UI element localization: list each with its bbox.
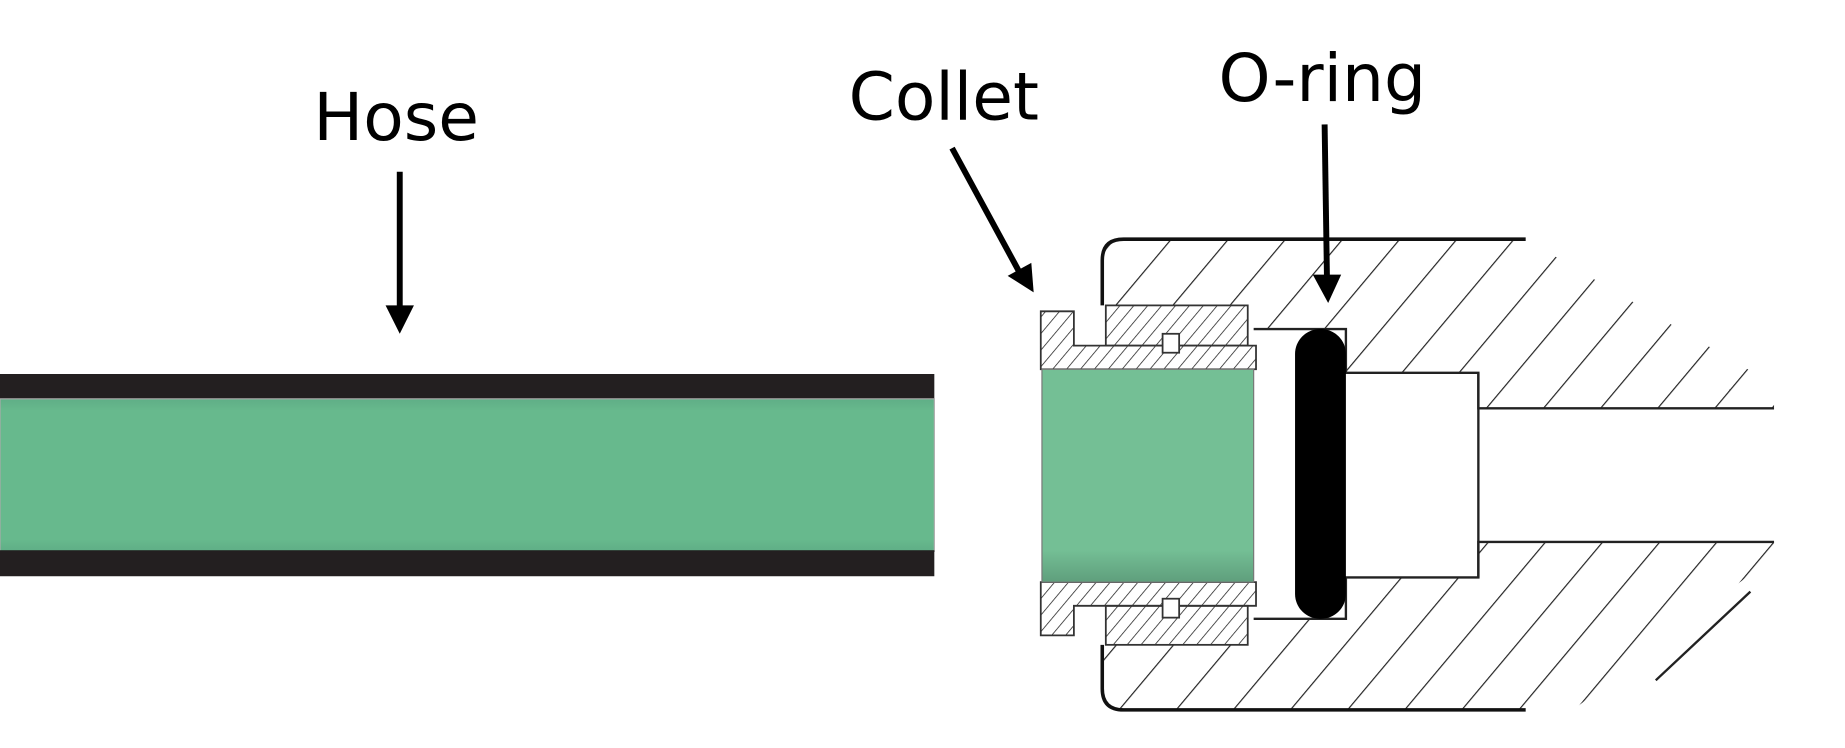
label-hose-group: Hose	[313, 79, 479, 334]
label-o-ring: O-ring	[1219, 40, 1426, 117]
label-collet-group: Collet	[849, 59, 1039, 293]
fitting-housing	[1100, 237, 1775, 712]
label-o-ring-group: O-ring	[1219, 40, 1426, 304]
hose-wall-bottom	[0, 550, 935, 577]
arrowhead-o-ring-icon	[1312, 274, 1342, 304]
arrowhead-hose-icon	[385, 305, 414, 334]
arrowhead-collet-icon	[1007, 262, 1034, 293]
hose-bore	[0, 398, 935, 552]
arrow-collet-icon	[949, 146, 1023, 274]
arrow-o-ring-icon	[1321, 124, 1330, 280]
o-ring	[1295, 329, 1346, 619]
collet	[1039, 304, 1257, 646]
collet-bore	[1041, 368, 1255, 583]
label-collet: Collet	[849, 59, 1039, 136]
hose-wall-top	[0, 374, 935, 401]
hose	[0, 374, 935, 577]
label-hose: Hose	[313, 79, 479, 156]
